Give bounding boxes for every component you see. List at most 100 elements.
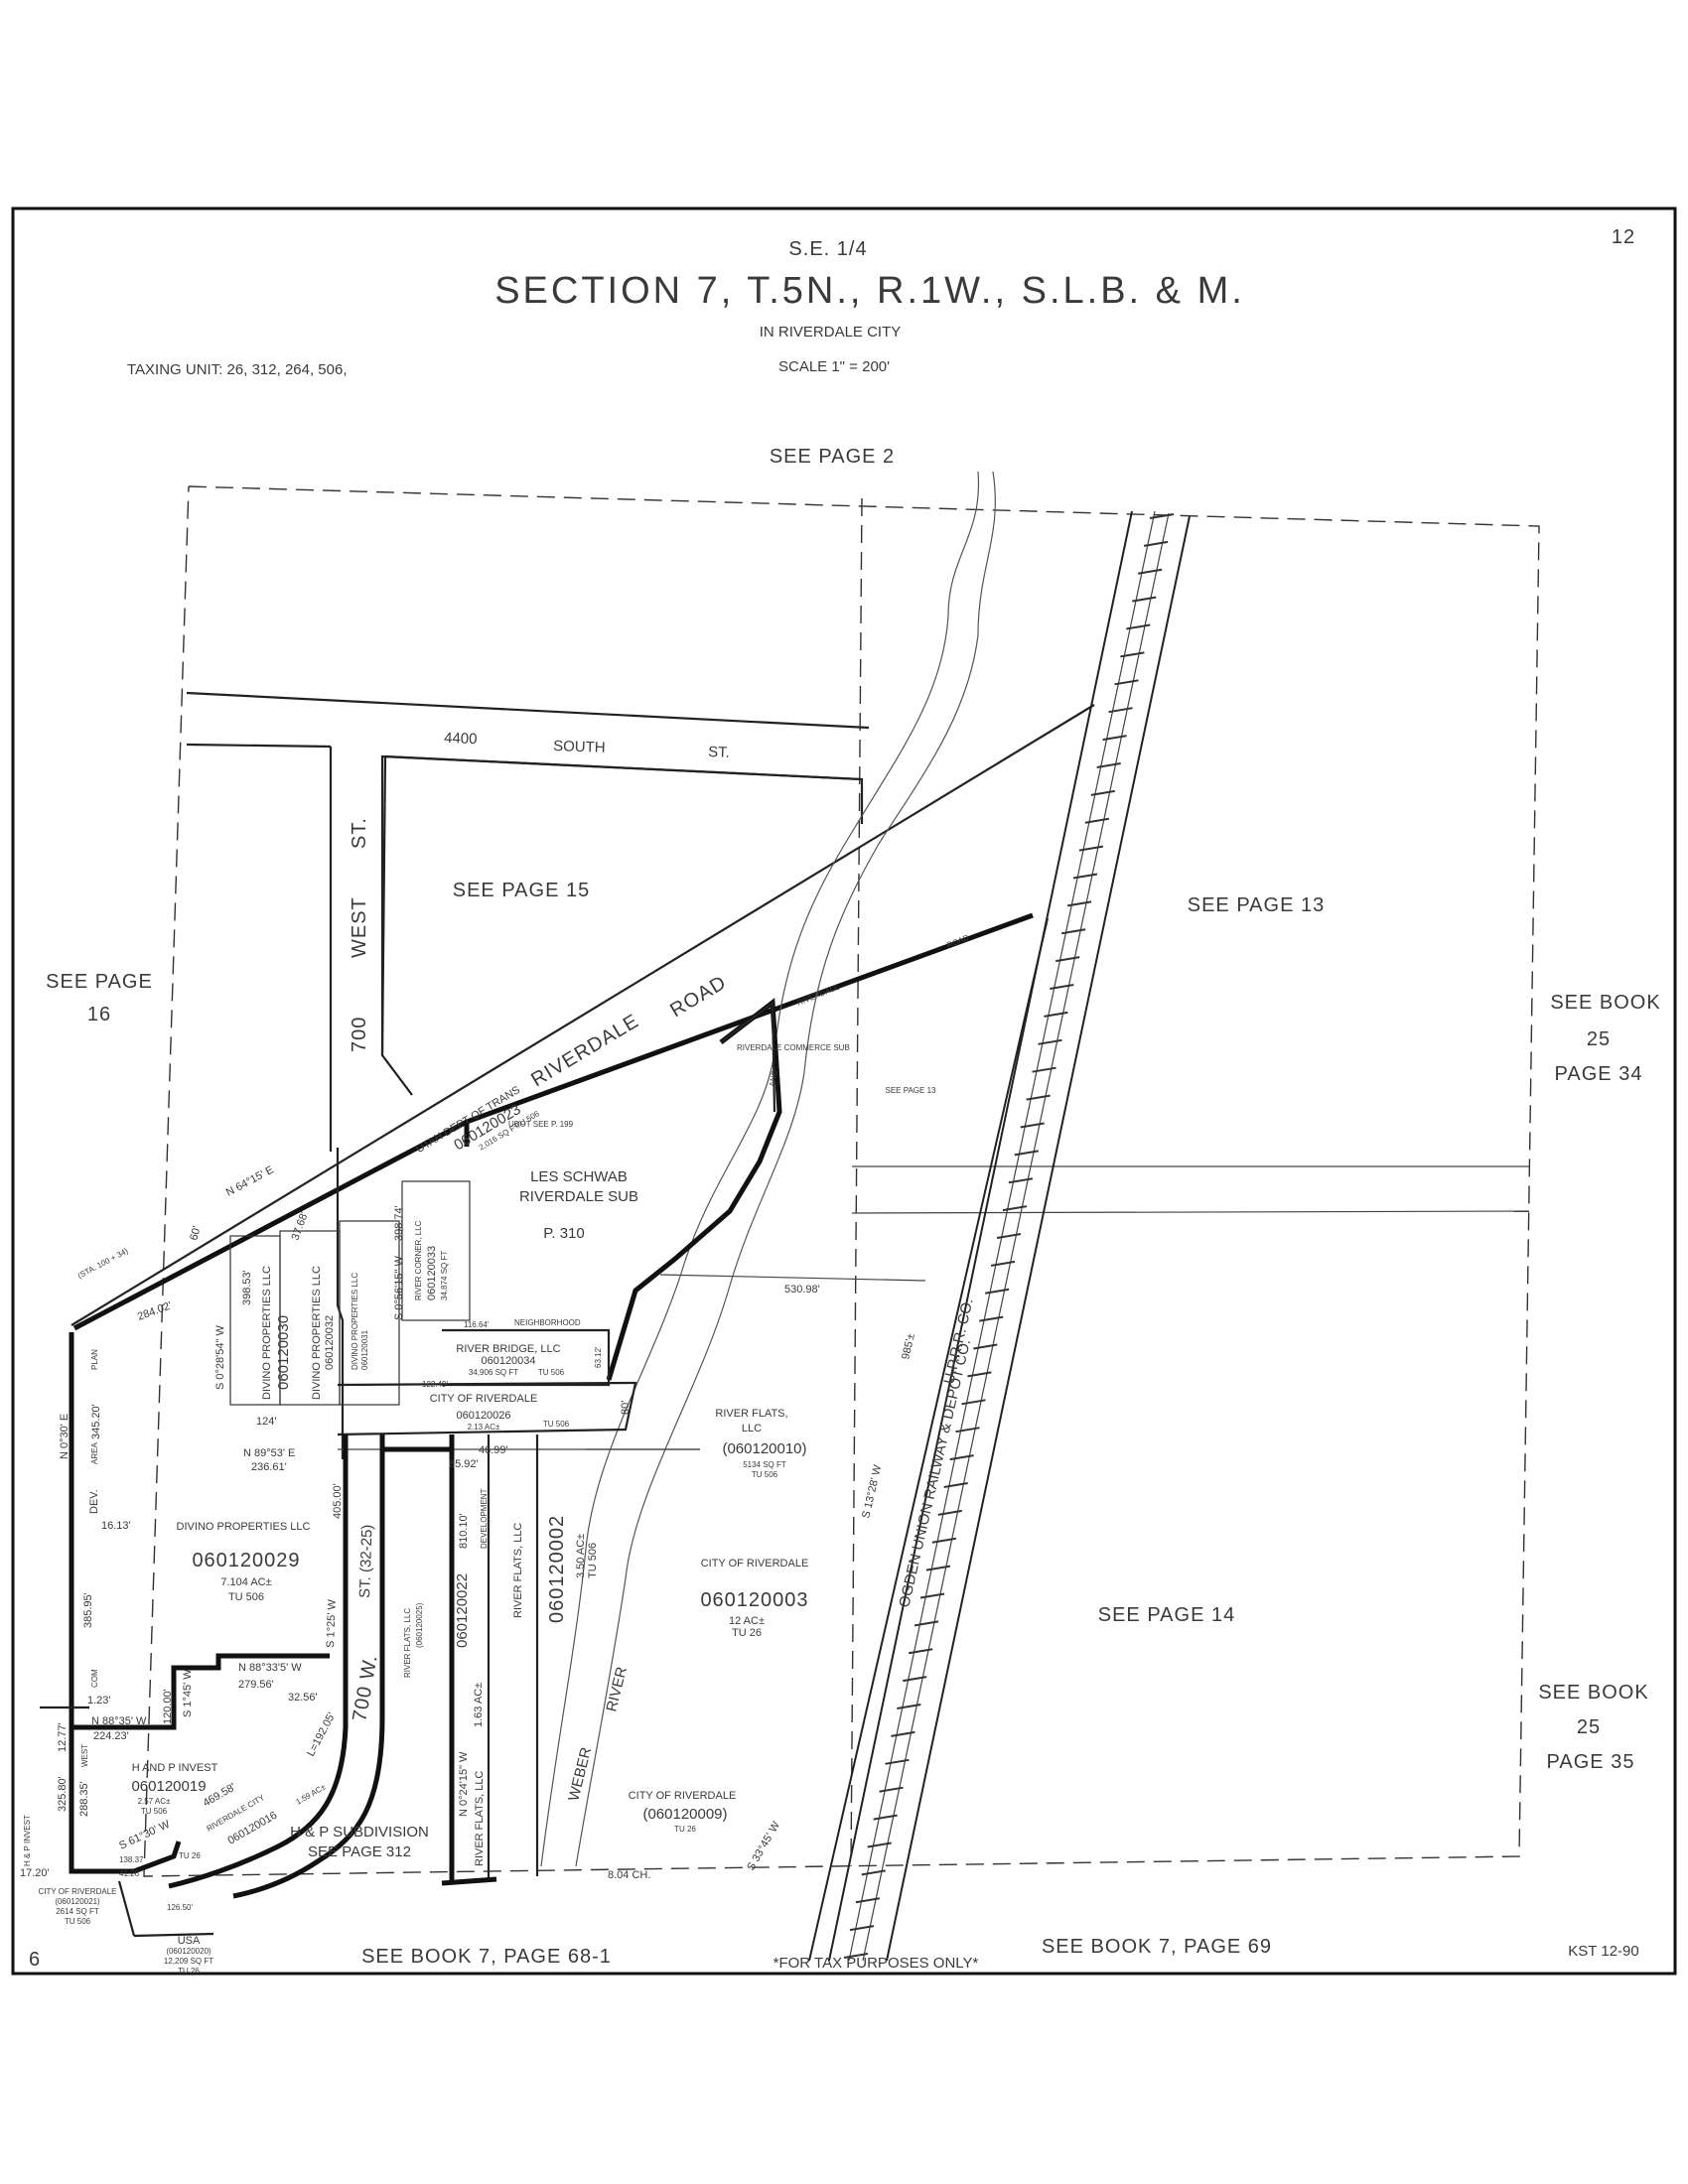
ref-see-page-13[interactable]: SEE PAGE 13 [1188, 894, 1325, 916]
parcel-0032-id[interactable]: 060120032 [324, 1315, 336, 1370]
parcel-0033-area: 34,874 SQ FT [440, 1251, 449, 1300]
railway-tie [1084, 817, 1110, 824]
railway-tie [1137, 568, 1163, 575]
street-4400-word: SOUTH [553, 738, 606, 756]
parcel-0002-area: 3.50 AC± [575, 1534, 587, 1578]
ref-right-lower-1[interactable]: SEE BOOK [1538, 1682, 1648, 1704]
parcel-0022-id[interactable]: 060120022 [454, 1573, 471, 1648]
parcel-0010-id[interactable]: (060120010) [722, 1440, 806, 1457]
quarter-line-horizontal-2 [851, 1210, 1530, 1214]
railway-track-b [862, 512, 1170, 1962]
bearing-810: 810.10' [458, 1513, 470, 1549]
parcel-0003-owner: CITY OF RIVERDALE [701, 1558, 809, 1570]
bearing-325: 325.80' [57, 1776, 69, 1812]
udot-parcel-label[interactable]: UTAH DEPT OF TRANS 060120023 2,016 SQ FT… [414, 1081, 541, 1179]
street-700-w-lower-east[interactable] [232, 1434, 385, 1899]
parcel-060120034[interactable] [442, 1328, 611, 1387]
bearing-12-77: 12.77' [57, 1722, 69, 1752]
railway-tie [973, 1343, 998, 1350]
hp-tu26: TU 26 [179, 1851, 201, 1860]
parcel-060120031[interactable] [339, 1220, 400, 1406]
railway-tie [908, 1648, 933, 1655]
parcel-0034-area: 34,906 SQ FT [469, 1368, 518, 1377]
ref-right-upper-1[interactable]: SEE BOOK [1550, 992, 1660, 1014]
railway-tie [1108, 707, 1133, 714]
parcel-060120033[interactable] [401, 1180, 471, 1321]
weber-label: WEBER [565, 1745, 595, 1803]
bearing-224: 224.23' [93, 1730, 129, 1742]
parcel-0003-area: 12 AC± [729, 1615, 765, 1627]
parcel-0021-id[interactable]: (060120021) [55, 1897, 100, 1906]
riverdale-commerce-label: RIVERDALE COMMERCE SUB [737, 1043, 850, 1052]
parcel-0025-id[interactable]: (060120025) [415, 1602, 424, 1648]
parcel-060120019-boundary[interactable] [69, 1727, 182, 1874]
bearing-17-20: 17.20' [20, 1867, 50, 1879]
ref-left-1[interactable]: SEE PAGE [46, 971, 153, 993]
parcel-0003-id[interactable]: 060120003 [700, 1589, 808, 1611]
railway-tie [879, 1786, 904, 1793]
parcel-0026-id[interactable]: 060120026 [456, 1410, 510, 1422]
parcel-river-flats-bottom [441, 1876, 497, 1886]
parcel-0031-id[interactable]: 060120031 [360, 1329, 369, 1370]
riverdale-road-north-edge[interactable] [70, 704, 1095, 1326]
parcel-0009-owner: CITY OF RIVERDALE [629, 1790, 737, 1802]
ref-right-lower-3[interactable]: PAGE 35 [1547, 1751, 1635, 1773]
parcel-0019-owner: H AND P INVEST [132, 1762, 218, 1774]
parcel-0026-owner: CITY OF RIVERDALE [430, 1393, 538, 1405]
ref-see-page-15[interactable]: SEE PAGE 15 [453, 880, 590, 901]
parcel-0020-id[interactable]: (060120020) [166, 1947, 211, 1956]
parcel-0009-id[interactable]: (060120009) [642, 1806, 727, 1823]
railway-tie [861, 1869, 886, 1876]
street-700-w-lower-west[interactable] [168, 1434, 349, 1889]
ref-right-upper-2[interactable]: 25 [1587, 1028, 1611, 1050]
ref-left-2[interactable]: 16 [87, 1004, 111, 1025]
street-4400-st: ST. [708, 744, 730, 761]
parcel-0029-id[interactable]: 060120029 [192, 1550, 300, 1571]
parcel-0002-owner: RIVER FLATS, LLC [512, 1523, 524, 1618]
ref-bottom-right[interactable]: SEE BOOK 7, PAGE 69 [1042, 1936, 1272, 1958]
parcel-0020-owner: USA [178, 1935, 201, 1947]
parcel-060120029-boundary[interactable] [71, 1653, 330, 1730]
ref-see-page-13-small[interactable]: SEE PAGE 13 [886, 1086, 937, 1095]
riverdale-commerce-sub [720, 1000, 776, 1113]
road-small-label: ROAD [945, 933, 970, 950]
ref-right-lower-2[interactable]: 25 [1577, 1716, 1601, 1738]
railway-tie [949, 1454, 974, 1461]
hp-subdivision-2[interactable]: SEE PAGE 312 [308, 1843, 411, 1860]
map-title: SECTION 7, T.5N., R.1W., S.L.B. & M. [494, 270, 1245, 312]
ref-bottom-left[interactable]: SEE BOOK 7, PAGE 68-1 [361, 1946, 612, 1968]
parcel-0033-id[interactable]: 060120033 [426, 1246, 438, 1300]
parcel-0030-id[interactable]: 060120030 [275, 1315, 292, 1390]
weber-river-east-bank [575, 471, 996, 1867]
bearing-41: 41.26' [119, 1869, 141, 1878]
bearing-s13-28: S 13°28' W [860, 1463, 884, 1520]
parcel-0034-id[interactable]: 060120034 [481, 1355, 535, 1367]
corner-left-number: 6 [29, 1949, 41, 1971]
hp-subdivision-1[interactable]: H & P SUBDIVISION [290, 1824, 429, 1841]
parcel-060120026[interactable] [337, 1381, 637, 1436]
parcel-0026-area: 2.13 AC± [468, 1423, 500, 1432]
railway-tie [1038, 1038, 1062, 1045]
bearing-s0-56: S 0°56'15" W [393, 1256, 405, 1320]
railway-tie [996, 1233, 1022, 1239]
bearing-1-23: 1.23' [87, 1695, 111, 1706]
bearing-80: 80' [620, 1401, 632, 1415]
parcel-0019-id[interactable]: 060120019 [131, 1778, 206, 1795]
railway-west-rail [828, 510, 1133, 1962]
railway-tie [1149, 513, 1175, 519]
railway-east-rail [886, 515, 1191, 1962]
ref-right-upper-3[interactable]: PAGE 34 [1555, 1063, 1643, 1085]
section-boundary [143, 485, 1540, 1877]
railway-tie [1066, 900, 1092, 907]
street-700-st: ST. [349, 817, 370, 849]
ref-see-page-14[interactable]: SEE PAGE 14 [1098, 1604, 1235, 1626]
bearing-n0-30: N 0°30' E [59, 1414, 70, 1459]
bearing-116: 116.64' [464, 1320, 490, 1329]
parcel-0033-owner: RIVER CORNER, LLC [414, 1220, 423, 1300]
railway-tie [1102, 735, 1127, 742]
parcel-0002-id[interactable]: 060120002 [546, 1515, 568, 1623]
les-schwab-label-3: P. 310 [543, 1225, 584, 1242]
ref-top[interactable]: SEE PAGE 2 [770, 446, 895, 468]
bearing-46-99: 46.99' [479, 1444, 508, 1456]
